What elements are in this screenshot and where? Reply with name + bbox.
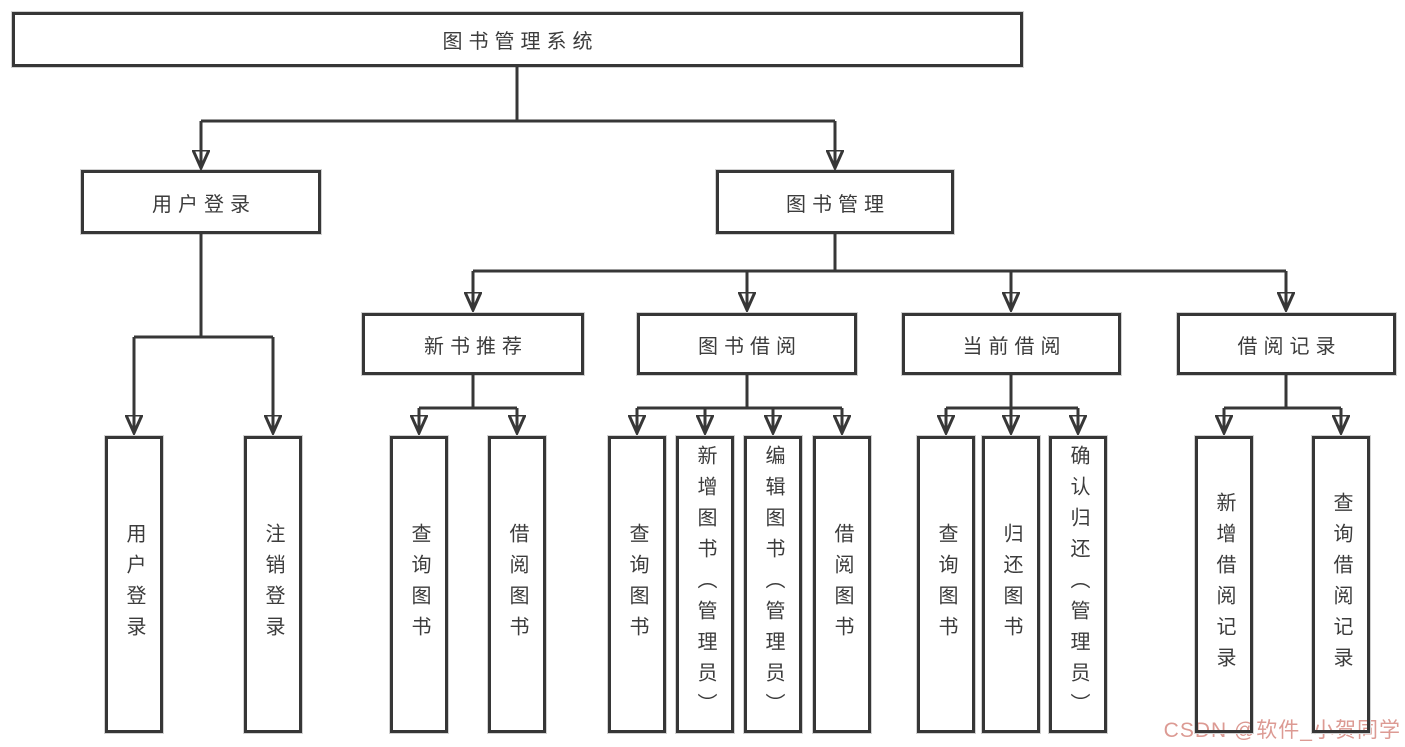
- node-leaf-user-login: 用户登录: [105, 436, 163, 733]
- node-query-books-current: 查询图书: [917, 436, 975, 733]
- node-book-management: 图书管理: [716, 170, 954, 234]
- node-edit-book-admin: 编辑图书（管理员）: [744, 436, 802, 733]
- node-user-login: 用户登录: [81, 170, 321, 234]
- csdn-watermark: CSDN @软件_小贺同学: [1163, 719, 1401, 742]
- node-confirm-return-admin: 确认归还（管理员）: [1049, 436, 1107, 733]
- node-add-borrow-record: 新增借阅记录: [1195, 436, 1253, 733]
- node-query-books-recommend: 查询图书: [390, 436, 448, 733]
- node-borrow-books-recommend: 借阅图书: [488, 436, 546, 733]
- node-book-borrowing: 图书借阅: [637, 313, 857, 375]
- node-return-books: 归还图书: [982, 436, 1040, 733]
- node-query-borrow-record: 查询借阅记录: [1312, 436, 1370, 733]
- node-library-management-system: 图书管理系统: [12, 12, 1023, 67]
- node-add-book-admin: 新增图书（管理员）: [676, 436, 734, 733]
- node-borrow-books-borrowing: 借阅图书: [813, 436, 871, 733]
- node-current-borrowing: 当前借阅: [902, 313, 1121, 375]
- node-query-books-borrowing: 查询图书: [608, 436, 666, 733]
- node-new-book-recommend: 新书推荐: [362, 313, 584, 375]
- node-borrowing-records: 借阅记录: [1177, 313, 1396, 375]
- node-leaf-logout: 注销登录: [244, 436, 302, 733]
